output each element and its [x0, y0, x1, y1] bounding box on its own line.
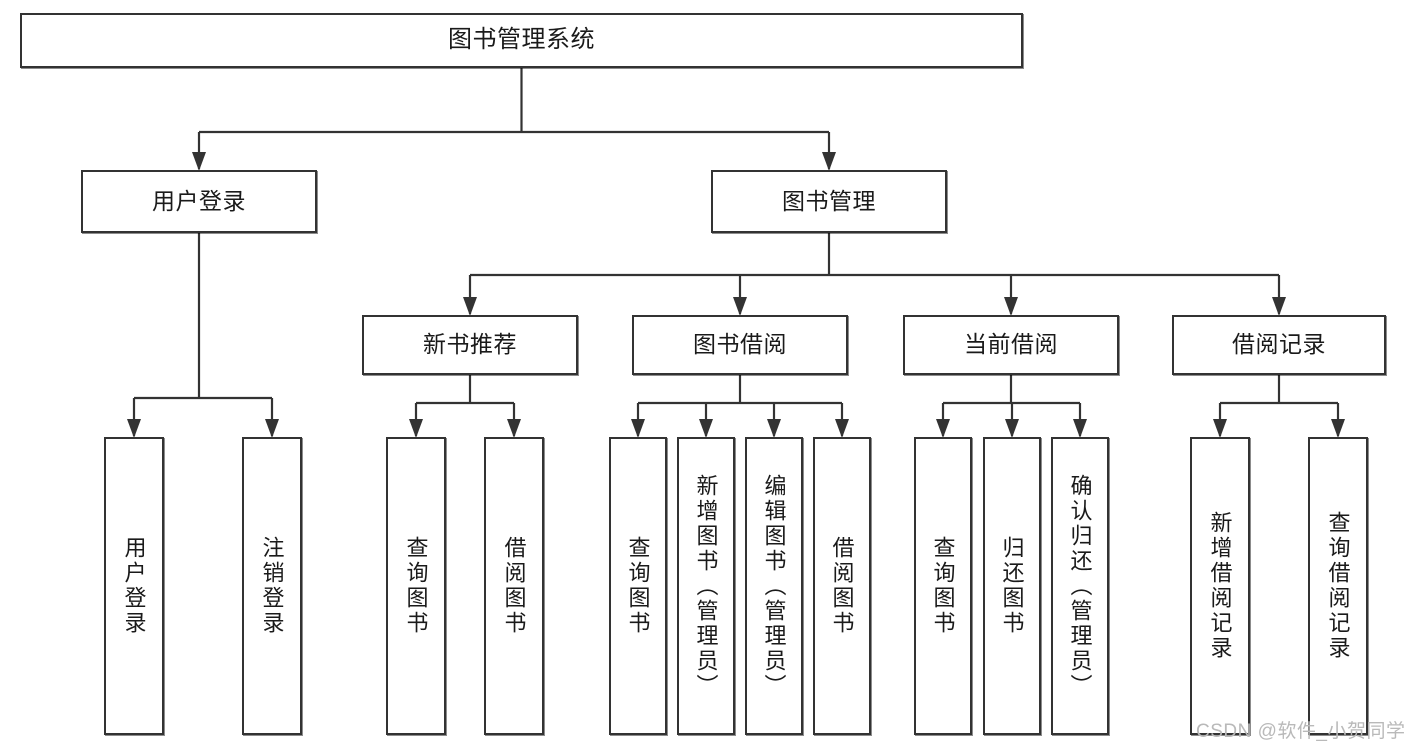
arrow-head-leaf-borrow-book-1	[507, 419, 521, 438]
node-leaf-return-book[interactable]: 归还图书	[983, 437, 1041, 735]
node-label-leaf-query-book-2: 查询图书	[625, 536, 651, 636]
arrow-head-leaf-query-book-1	[409, 419, 423, 438]
node-label-leaf-borrow-book-2: 借阅图书	[829, 536, 855, 636]
node-label-user-login: 用户登录	[152, 187, 246, 214]
node-leaf-query-book-1[interactable]: 查询图书	[386, 437, 446, 735]
arrow-head-leaf-borrow-book-2	[835, 419, 849, 438]
arrow-head-leaf-add-book	[699, 419, 713, 438]
arrow-head-leaf-query-record	[1331, 419, 1345, 438]
node-current-borrow[interactable]: 当前借阅	[903, 315, 1119, 375]
arrow-head-leaf-confirm-return	[1073, 419, 1087, 438]
node-leaf-query-book-2[interactable]: 查询图书	[609, 437, 667, 735]
node-label-leaf-add-record: 新增借阅记录	[1207, 511, 1233, 661]
node-label-leaf-borrow-book-1: 借阅图书	[501, 536, 527, 636]
node-label-book-borrow: 图书借阅	[693, 331, 787, 358]
arrow-head-leaf-query-book-2	[631, 419, 645, 438]
node-label-leaf-edit-book: 编辑图书（管理员）	[761, 473, 787, 699]
node-leaf-add-record[interactable]: 新增借阅记录	[1190, 437, 1250, 735]
node-label-book-manage: 图书管理	[782, 187, 876, 214]
node-leaf-borrow-book-2[interactable]: 借阅图书	[813, 437, 871, 735]
arrow-head-leaf-logout	[265, 419, 279, 438]
arrow-head-user-login	[192, 152, 206, 171]
node-label-leaf-query-book-1: 查询图书	[403, 536, 429, 636]
node-leaf-query-book-3[interactable]: 查询图书	[914, 437, 972, 735]
arrow-head-book-borrow	[733, 297, 747, 316]
arrow-head-leaf-user-login	[127, 419, 141, 438]
node-label-current-borrow: 当前借阅	[964, 331, 1058, 358]
node-label-leaf-logout: 注销登录	[259, 536, 285, 636]
node-label-borrow-record: 借阅记录	[1232, 331, 1326, 358]
arrow-head-leaf-add-record	[1213, 419, 1227, 438]
node-book-manage[interactable]: 图书管理	[711, 170, 947, 233]
arrow-head-borrow-record	[1272, 297, 1286, 316]
node-label-leaf-user-login: 用户登录	[121, 536, 147, 636]
csdn-watermark: CSDN @软件_小贺同学	[1196, 721, 1405, 742]
arrow-head-current-borrow	[1004, 297, 1018, 316]
arrow-head-leaf-edit-book	[767, 419, 781, 438]
node-leaf-edit-book[interactable]: 编辑图书（管理员）	[745, 437, 803, 735]
node-label-root: 图书管理系统	[448, 26, 595, 54]
node-user-login[interactable]: 用户登录	[81, 170, 317, 233]
arrow-head-leaf-return-book	[1005, 419, 1019, 438]
node-leaf-confirm-return[interactable]: 确认归还（管理员）	[1051, 437, 1109, 735]
node-leaf-query-record[interactable]: 查询借阅记录	[1308, 437, 1368, 735]
node-label-leaf-query-book-3: 查询图书	[930, 536, 956, 636]
arrow-head-new-book-rec	[463, 297, 477, 316]
arrow-head-book-manage	[822, 152, 836, 171]
node-leaf-user-login[interactable]: 用户登录	[104, 437, 164, 735]
arrow-head-leaf-query-book-3	[936, 419, 950, 438]
node-label-leaf-return-book: 归还图书	[999, 536, 1025, 636]
node-label-leaf-query-record: 查询借阅记录	[1325, 511, 1351, 661]
node-root[interactable]: 图书管理系统	[20, 13, 1023, 68]
node-label-new-book-rec: 新书推荐	[423, 331, 517, 358]
node-leaf-borrow-book-1[interactable]: 借阅图书	[484, 437, 544, 735]
node-label-leaf-add-book: 新增图书（管理员）	[693, 473, 719, 699]
node-new-book-rec[interactable]: 新书推荐	[362, 315, 578, 375]
node-book-borrow[interactable]: 图书借阅	[632, 315, 848, 375]
node-label-leaf-confirm-return: 确认归还（管理员）	[1067, 473, 1093, 699]
node-leaf-add-book[interactable]: 新增图书（管理员）	[677, 437, 735, 735]
node-borrow-record[interactable]: 借阅记录	[1172, 315, 1386, 375]
node-leaf-logout[interactable]: 注销登录	[242, 437, 302, 735]
